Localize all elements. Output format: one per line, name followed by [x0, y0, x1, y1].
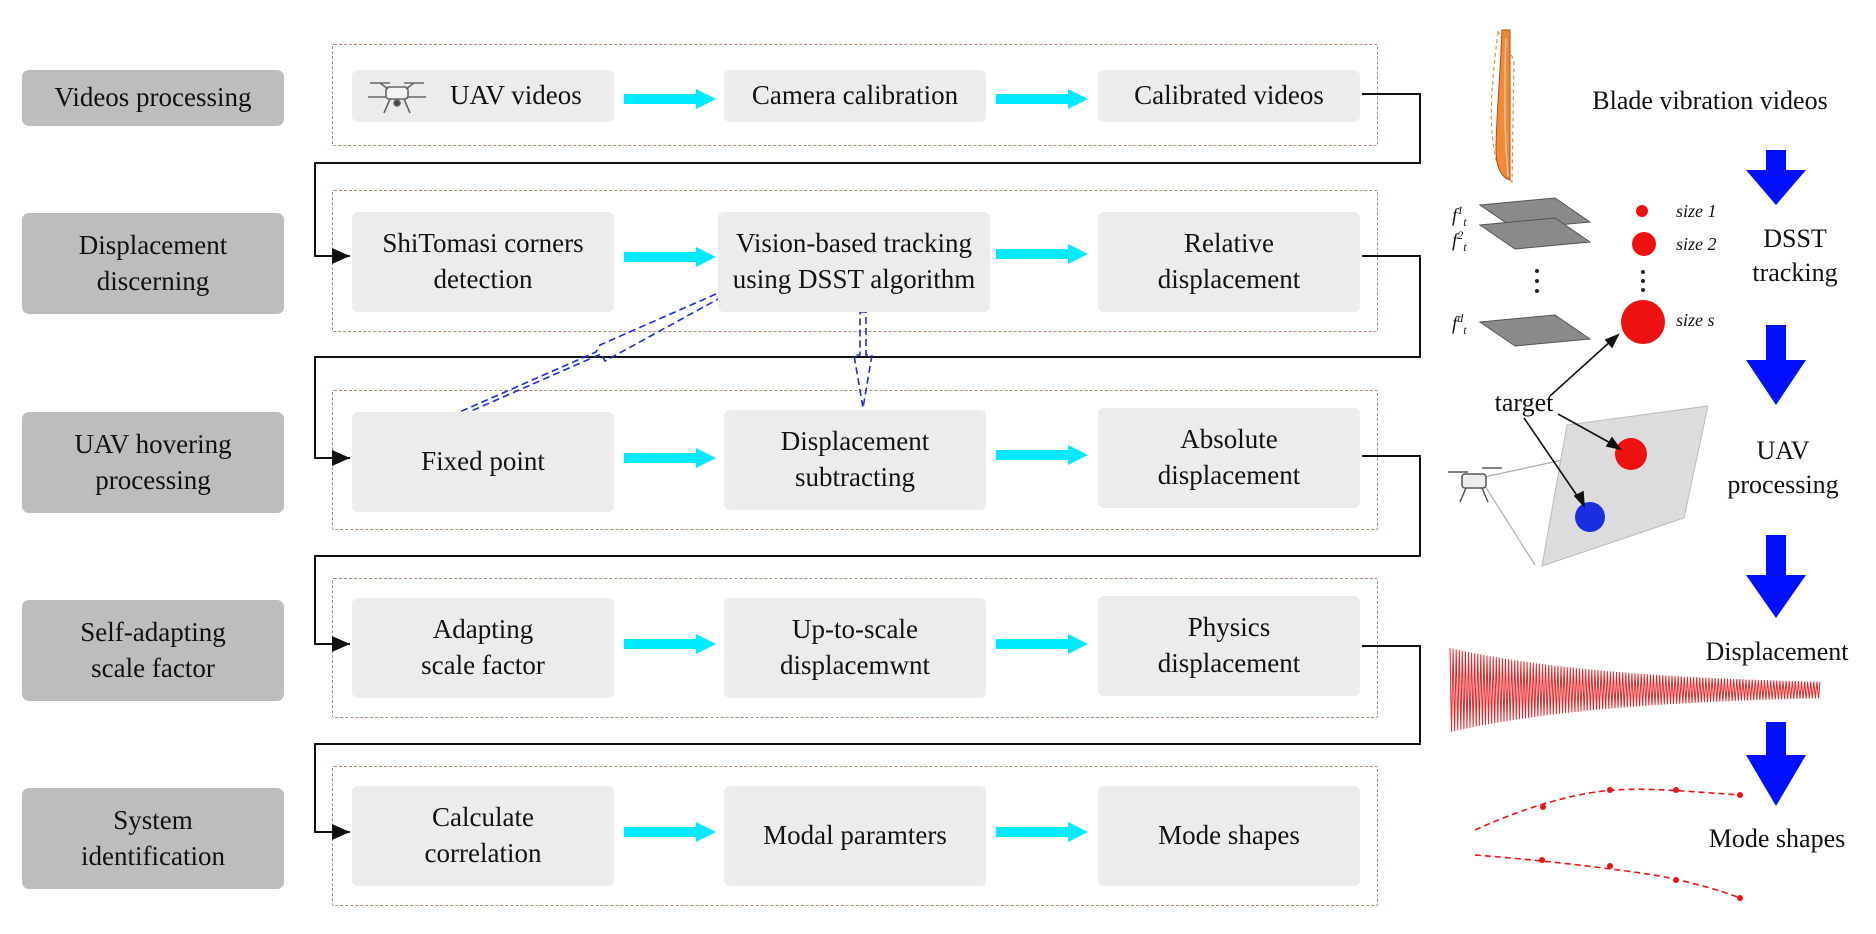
- node-adapting-scale: Adapting scale factor: [352, 598, 614, 698]
- size-label-2: size 2: [1676, 234, 1717, 254]
- feature-sub: t: [1463, 215, 1467, 230]
- feature-label-1: f1t: [1452, 203, 1467, 230]
- node-text: detection: [433, 264, 533, 294]
- feature-sup: 2: [1457, 228, 1464, 242]
- feature-f: f: [1452, 230, 1458, 252]
- node-text: Absolute: [1180, 424, 1278, 455]
- drone-icon: [368, 82, 426, 114]
- stage-label-uav-hovering: UAV hovering processing: [22, 412, 284, 513]
- feature-sup: d: [1457, 311, 1464, 325]
- scale-circles-icon: [1621, 205, 1665, 344]
- mode-shapes-label: Mode shapes: [1708, 824, 1846, 853]
- node-text: Physics: [1187, 612, 1271, 643]
- feature-sub: t: [1463, 240, 1467, 255]
- node-text: Up-to-scale: [792, 614, 918, 645]
- node-text: Calibrated videos: [1134, 80, 1324, 111]
- mode-shape-curves-icon: [1474, 788, 1741, 899]
- node-text: displacement: [1157, 460, 1301, 490]
- node-text: displacement: [1157, 264, 1301, 294]
- dsst-tracking-label: DSST tracking: [1715, 222, 1875, 290]
- dsst-label-line: DSST: [1763, 224, 1827, 253]
- node-shitomasi: ShiTomasi corners detection: [352, 212, 614, 312]
- right-illustrations: [1448, 29, 1821, 901]
- node-text: Calculate: [432, 802, 534, 833]
- stage-label-self-adapting: Self-adapting scale factor: [22, 600, 284, 701]
- node-calibrated-videos: Calibrated videos: [1098, 70, 1360, 122]
- node-mode-shapes: Mode shapes: [1098, 786, 1360, 886]
- mode-shape-markers: [1539, 787, 1743, 901]
- node-vision-tracking: Vision-based tracking using DSST algorith…: [718, 212, 990, 312]
- node-text: Displacement: [780, 426, 930, 457]
- node-fixed-point: Fixed point: [352, 412, 614, 512]
- stage-label-line: Displacement: [78, 229, 228, 260]
- node-physics-displacement: Physics displacement: [1098, 596, 1360, 696]
- stage-label-line: Videos processing: [54, 82, 252, 113]
- node-text: Adapting: [432, 614, 534, 645]
- cyan-arrows: [624, 89, 1088, 842]
- uav-label-line: processing: [1727, 469, 1839, 499]
- node-text: correlation: [424, 838, 542, 868]
- stage-label-line: discerning: [96, 265, 210, 296]
- node-uav-videos: UAV videos: [352, 70, 614, 122]
- node-camera-calibration: Camera calibration: [724, 70, 986, 122]
- displacement-signal-icon: [1449, 647, 1821, 732]
- stage-label-line: Self-adapting: [80, 616, 226, 647]
- stage-label-videos-processing: Videos processing: [22, 70, 284, 126]
- displacement-label: Displacement: [1705, 637, 1849, 666]
- node-relative-displacement: Relative displacement: [1098, 212, 1360, 312]
- stage-label-system-identification: System identification: [22, 788, 284, 889]
- feature-label-d: fdt: [1452, 311, 1467, 338]
- node-absolute-displacement: Absolute displacement: [1098, 408, 1360, 508]
- node-text: UAV videos: [450, 80, 582, 111]
- stage-label-displacement-discerning: Displacement discerning: [22, 213, 284, 314]
- uav-label-line: UAV: [1756, 436, 1810, 465]
- node-text: Modal paramters: [763, 820, 947, 851]
- size-label-s: size s: [1676, 310, 1715, 330]
- node-calculate-correlation: Calculate correlation: [352, 786, 614, 886]
- blade-icon: [1490, 29, 1515, 184]
- target-label: target: [1494, 388, 1554, 417]
- stage-label-line: identification: [81, 840, 225, 871]
- size-label-1: size 1: [1676, 201, 1717, 221]
- node-text: Relative: [1184, 228, 1274, 259]
- dsst-label-line: tracking: [1752, 257, 1838, 287]
- feature-label-2: f2t: [1452, 228, 1467, 255]
- node-text: using DSST algorithm: [732, 264, 976, 294]
- blade-vibration-title: Blade vibration videos: [1592, 86, 1828, 115]
- node-text: displacemwnt: [780, 650, 930, 680]
- node-up-to-scale: Up-to-scale displacemwnt: [724, 598, 986, 698]
- target-plane-icon: [1448, 333, 1709, 567]
- node-text: subtracting: [795, 462, 915, 492]
- node-text: displacement: [1157, 648, 1301, 678]
- uav-processing-label: UAV processing: [1698, 434, 1868, 502]
- process-arrows: [1746, 150, 1806, 806]
- feature-sup: 1: [1457, 203, 1464, 217]
- node-text: Mode shapes: [1158, 820, 1300, 851]
- feature-f: f: [1452, 313, 1458, 335]
- node-text: ShiTomasi corners: [382, 228, 584, 259]
- feature-sub: t: [1463, 323, 1467, 338]
- node-text: scale factor: [421, 650, 545, 680]
- node-text: Vision-based tracking: [735, 228, 973, 259]
- node-modal-parameters: Modal paramters: [724, 786, 986, 886]
- feature-layers-icon: [1478, 197, 1592, 347]
- feature-f: f: [1452, 205, 1458, 227]
- stage-label-line: scale factor: [91, 652, 215, 683]
- node-displacement-subtracting: Displacement subtracting: [724, 410, 986, 510]
- stage-label-line: System: [113, 804, 193, 835]
- node-text: Camera calibration: [751, 80, 959, 111]
- stage-label-line: processing: [95, 464, 211, 495]
- node-text: Fixed point: [421, 446, 545, 477]
- stage-label-line: UAV hovering: [74, 428, 232, 459]
